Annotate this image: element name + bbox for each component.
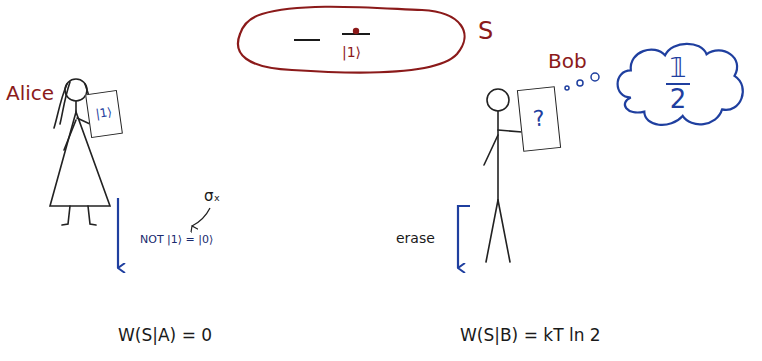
work-formula: W(S|A) = 0 (118, 325, 212, 345)
operator-symbol: σₓ (204, 187, 220, 205)
label-holder: Alice (6, 82, 54, 104)
state-ket: |1⟩ (342, 44, 361, 60)
note-text: |1⟩ (91, 106, 117, 122)
bob-figure (484, 89, 522, 262)
text-holder: S (478, 18, 493, 44)
operation-note: erase (396, 230, 435, 246)
label-holder: W(S|B) = kT ln 2 (460, 326, 601, 345)
thought-cloud: 𝟙2 (608, 38, 748, 130)
text-holder: |1⟩ (342, 42, 361, 61)
thought-dots (565, 73, 599, 90)
label-holder: Bob (548, 50, 587, 72)
system-blob: S|1⟩ (232, 4, 472, 78)
label-holder: erase (396, 228, 435, 247)
alice-arrow (117, 198, 119, 268)
label-holder: W(S|A) = 0 (118, 326, 212, 345)
label-holder: σₓ (204, 186, 220, 205)
work-formula: W(S|B) = kT ln 2 (460, 325, 601, 345)
label-holder: NOT |1⟩ = |0⟩ (140, 228, 213, 247)
system-name: S (478, 17, 493, 45)
alice-note: |1⟩ (85, 90, 123, 138)
bob-note: ? (517, 86, 561, 152)
denominator: 2 (666, 85, 691, 114)
operation-note: NOT |1⟩ = |0⟩ (140, 233, 213, 246)
system-blob-outline (232, 4, 472, 78)
sigma-pointer (192, 208, 210, 226)
person-name: Bob (548, 49, 587, 73)
numerator: 𝟙 (666, 54, 691, 85)
bob-arrow (458, 206, 470, 268)
note-text: ? (528, 106, 550, 132)
person-name: Alice (6, 81, 54, 105)
